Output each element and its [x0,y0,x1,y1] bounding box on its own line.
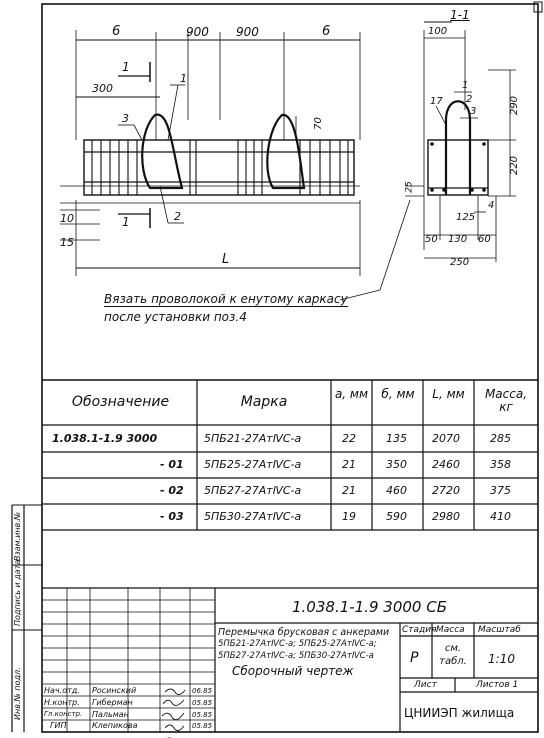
sig-date-1: 05.85 [192,699,213,707]
sig-date-3: 05.85 [192,722,213,730]
header-mark: Марка [240,394,288,410]
callout-4: 4 [488,200,495,211]
row-1-L: 2460 [432,458,460,471]
row-3-mark: 5ПБ30-27АтⅣС-а [204,510,302,523]
side-sign-date: Подпись и дата [13,559,22,626]
callout-3-section: 3 [470,106,477,117]
header-b: б, мм [381,387,415,401]
dim-50: 50 [425,234,438,245]
scale-label: Масштаб [478,625,521,635]
sig-role-3: ГИП [50,721,67,730]
side-replace-inv: Взам.инв.№ [13,511,22,561]
row-1-a: 21 [342,458,356,471]
doc-number: 1.038.1-1.9 3000 СБ [292,598,447,616]
dim-25: 25 [404,181,415,193]
sig-date-2: 05.85 [192,711,213,719]
section-mark-top: 1 [122,60,130,74]
org-name: ЦНИИЭП жилища [404,706,515,720]
row-0-code: 1.038.1-1.9 3000 [52,432,158,445]
dim-130: 130 [448,234,468,245]
sig-name-2: Пальман [92,710,129,719]
row-1-code: - 01 [160,458,184,471]
dim-10: 10 [60,212,74,225]
desc-line-3: 5ПБ27-27АтⅣС-а; 5ПБ30-27АтⅣС-а [218,651,374,661]
dim-70: 70 [312,117,324,130]
dim-top-900-2: 900 [236,25,259,39]
callout-2-section: 2 [466,94,473,105]
sig-date-0: 06.85 [192,687,213,695]
row-3-L: 2980 [432,510,460,523]
signature-marks [161,688,186,738]
dim-100: 100 [428,26,448,37]
side-inv-orig: Инв.№ подл. [13,667,22,720]
row-1-mark: 5ПБ25-27АтⅣС-а [204,458,302,471]
row-1-b: 350 [386,458,407,471]
sig-role-0: Нач.отд. [44,686,80,695]
desc-line-2: 5ПБ21-27АтⅣС-а; 5ПБ25-27АтⅣС-а; [218,639,377,649]
row-2-code: - 02 [160,484,184,497]
note-line-2: после установки поз.4 [104,310,247,324]
dim-60: 60 [478,234,491,245]
sig-name-1: Гиберман [92,698,133,707]
dim-15: 15 [60,236,74,249]
row-2-L: 2720 [432,484,460,497]
dim-125: 125 [456,212,476,223]
row-0-b: 135 [386,432,407,445]
sig-name-0: Росинский [92,686,137,695]
desc-line-1: Перемычка брусковая с анкерами [218,627,390,638]
dim-top-left: 6 [112,24,121,39]
callout-2: 2 [174,210,181,223]
row-3-b: 590 [386,510,407,523]
header-a: a, мм [334,387,369,401]
mass-label: Масса [436,625,465,635]
scale-value: 1:10 [488,652,515,666]
row-2-a: 21 [342,484,356,497]
header-mass: Масса, кг [484,387,528,414]
header-L: L, мм [432,387,465,401]
dim-250: 250 [450,257,470,268]
row-0-mark: 5ПБ21-27АтⅣС-а [204,432,302,445]
stage-value: Р [410,650,419,666]
dim-300: 300 [92,82,113,95]
sig-role-2: Гл.констр. [44,710,83,718]
note-line-1: Вязать проволокой к енутому каркасу [104,292,348,307]
row-0-L: 2070 [432,432,460,445]
callout-3: 3 [122,112,129,125]
sig-name-3: Клепикова [92,721,138,730]
row-3-a: 19 [342,510,356,523]
mass-value: см. табл. [439,643,467,667]
row-1-mass: 358 [490,458,511,471]
row-2-mark: 5ПБ27-27АтⅣС-а [204,484,302,497]
row-3-mass: 410 [490,510,511,523]
section-mark-bottom: 1 [122,215,130,229]
sheets-label: Листов 1 [476,680,519,690]
row-2-b: 460 [386,484,407,497]
callout-1: 1 [180,72,187,85]
dim-220: 220 [509,155,521,176]
header-designation: Обозначение [71,394,170,410]
section-label: 1-1 [450,8,470,22]
stage-label: Стадия [402,625,437,635]
sig-role-1: Н.контр. [44,698,80,707]
row-0-mass: 285 [490,432,511,445]
dim-290: 290 [509,95,521,116]
row-0-a: 22 [342,432,356,445]
dim-top-900-1: 900 [186,25,209,39]
sheet-label: Лист [414,680,437,690]
desc-line-4: Сборочный чертеж [232,664,354,678]
callout-1-section: 1 [462,80,469,91]
dim-L: L [222,252,230,267]
dim-top-right: 6 [322,24,331,39]
row-3-code: - 03 [160,510,184,523]
callout-17: 17 [430,96,443,107]
row-2-mass: 375 [490,484,511,497]
